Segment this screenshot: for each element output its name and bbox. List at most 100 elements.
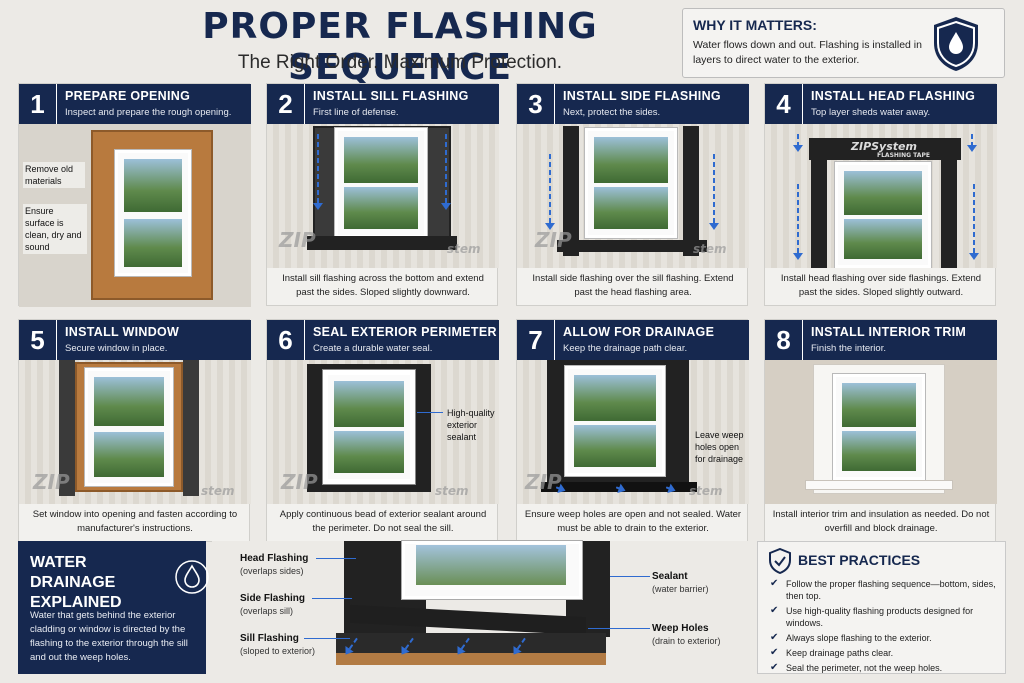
best-practices-title: BEST PRACTICES bbox=[798, 552, 921, 568]
step-5-card: 5 INSTALL WINDOW Secure window in place.… bbox=[18, 319, 251, 542]
checkmark-icon: ✔ bbox=[770, 647, 779, 658]
step-caption: Apply continuous bead of exterior sealan… bbox=[279, 509, 487, 534]
step-4-card: 4 INSTALL HEAD FLASHING Top layer sheds … bbox=[764, 83, 997, 306]
step-7-card: 7 ALLOW FOR DRAINAGE Keep the drainage p… bbox=[516, 319, 749, 542]
step-3-card: 3 INSTALL SIDE FLASHING Next, protect th… bbox=[516, 83, 749, 306]
step-illustration bbox=[765, 360, 997, 504]
checkmark-icon: ✔ bbox=[770, 662, 779, 673]
step-title: INSTALL INTERIOR TRIM bbox=[811, 325, 967, 339]
page-subtitle: The Right Order. Maximum Protection. bbox=[237, 52, 563, 73]
step-1-card: 1 PREPARE OPENING Inspect and prepare th… bbox=[18, 83, 251, 307]
zip-brand-mark: ZIP bbox=[535, 228, 572, 252]
step-illustration: Leave weep holes open for drainage ZIP s… bbox=[517, 360, 749, 504]
zip-brand-mark: ZIPSystem bbox=[851, 140, 917, 153]
shield-water-drop-icon bbox=[934, 17, 978, 71]
step-title: SEAL EXTERIOR PERIMETER bbox=[313, 325, 497, 339]
label-weep-holes: Weep Holes bbox=[652, 623, 709, 634]
zip-brand-mark-2: stem bbox=[693, 242, 727, 256]
step-number: 6 bbox=[267, 320, 305, 360]
why-title: WHY IT MATTERS: bbox=[693, 17, 817, 33]
zip-brand-mark-2: stem bbox=[435, 484, 469, 498]
label-head-flashing-sub: (overlaps sides) bbox=[240, 566, 304, 576]
zip-brand-mark-2: stem bbox=[447, 242, 481, 256]
note-clean: Ensure surface is clean, dry and sound bbox=[23, 204, 87, 254]
weep-note: Leave weep holes open for drainage bbox=[695, 430, 744, 464]
checkmark-icon: ✔ bbox=[770, 605, 779, 616]
list-item: ✔Use high-quality flashing products desi… bbox=[770, 605, 974, 628]
list-item: ✔Keep drainage paths clear. bbox=[770, 647, 894, 658]
drainage-title: WATER DRAINAGE EXPLAINED bbox=[30, 554, 122, 611]
step-number: 5 bbox=[19, 320, 57, 360]
step-title: PREPARE OPENING bbox=[65, 89, 191, 103]
step-number: 2 bbox=[267, 84, 305, 124]
why-it-matters-box: WHY IT MATTERS: Water flows down and out… bbox=[682, 8, 1005, 78]
step-header: 8 INSTALL INTERIOR TRIM Finish the inter… bbox=[765, 320, 997, 360]
step-illustration: High-quality exterior sealant ZIP stem bbox=[267, 360, 499, 504]
step-subtitle: Finish the interior. bbox=[811, 343, 886, 354]
step-caption: Ensure weep holes are open and not seale… bbox=[524, 509, 742, 534]
label-sill-flashing-sub: (sloped to exterior) bbox=[240, 646, 316, 656]
step-subtitle: First line of defense. bbox=[313, 107, 399, 118]
label-sealant: Sealant bbox=[652, 571, 688, 582]
step-illustration: ZIP stem bbox=[19, 360, 251, 504]
note-remove: Remove old materials bbox=[23, 162, 85, 188]
step-illustration: ZIP stem bbox=[517, 124, 749, 268]
step-header: 5 INSTALL WINDOW Secure window in place. bbox=[19, 320, 251, 360]
step-illustration: ZIPSystem FLASHING TAPE bbox=[765, 124, 997, 268]
step-caption: Install interior trim and insulation as … bbox=[772, 509, 990, 534]
step-header: 6 SEAL EXTERIOR PERIMETER Create a durab… bbox=[267, 320, 499, 360]
step-6-card: 6 SEAL EXTERIOR PERIMETER Create a durab… bbox=[266, 319, 499, 542]
step-8-card: 8 INSTALL INTERIOR TRIM Finish the inter… bbox=[764, 319, 997, 542]
water-drop-icon bbox=[175, 560, 209, 594]
step-subtitle: Next, protect the sides. bbox=[563, 107, 661, 118]
best-practices-box: BEST PRACTICES ✔Follow the proper flashi… bbox=[757, 541, 1006, 674]
step-header: 4 INSTALL HEAD FLASHING Top layer sheds … bbox=[765, 84, 997, 124]
zip-brand-mark: ZIP bbox=[525, 470, 562, 494]
step-title: INSTALL SIDE FLASHING bbox=[563, 89, 721, 103]
step-title: INSTALL HEAD FLASHING bbox=[811, 89, 976, 103]
step-number: 7 bbox=[517, 320, 555, 360]
step-header: 2 INSTALL SILL FLASHING First line of de… bbox=[267, 84, 499, 124]
zip-brand-mark-2: stem bbox=[689, 484, 723, 498]
zip-brand-mark: ZIP bbox=[281, 470, 318, 494]
zip-brand-mark: ZIP bbox=[33, 470, 70, 494]
flashing-tape-label: FLASHING TAPE bbox=[877, 152, 930, 159]
label-weep-holes-sub: (drain to exterior) bbox=[652, 636, 721, 646]
step-subtitle: Keep the drainage path clear. bbox=[563, 343, 688, 354]
label-side-flashing: Side Flashing bbox=[240, 593, 306, 604]
page-title: PROPER FLASHING SEQUENCE bbox=[202, 6, 598, 88]
step-subtitle: Secure window in place. bbox=[65, 343, 168, 354]
label-head-flashing: Head Flashing bbox=[240, 553, 309, 564]
step-title: INSTALL SILL FLASHING bbox=[313, 89, 469, 103]
best-practices-list: ✔Follow the proper flashing sequence—bot… bbox=[770, 578, 1002, 677]
step-subtitle: Top layer sheds water away. bbox=[811, 107, 931, 118]
water-drainage-box: WATER DRAINAGE EXPLAINED Water that gets… bbox=[18, 541, 209, 674]
step-caption: Install side flashing over the sill flas… bbox=[532, 273, 734, 298]
list-item: ✔Seal the perimeter, not the weep holes. bbox=[770, 662, 943, 673]
zip-brand-mark-2: stem bbox=[201, 484, 235, 498]
step-subtitle: Create a durable water seal. bbox=[313, 343, 433, 354]
step-illustration: Remove old materials Ensure surface is c… bbox=[19, 124, 251, 307]
checkmark-icon: ✔ bbox=[770, 632, 779, 643]
label-side-flashing-sub: (overlaps sill) bbox=[240, 606, 294, 616]
step-number: 8 bbox=[765, 320, 803, 360]
step-title: INSTALL WINDOW bbox=[65, 325, 180, 339]
drainage-diagram: Head Flashing (overlaps sides) Side Flas… bbox=[212, 541, 748, 674]
why-text: Water flows down and out. Flashing is in… bbox=[693, 39, 922, 66]
step-caption: Install sill flashing across the bottom … bbox=[282, 273, 484, 298]
label-sill-flashing: Sill Flashing bbox=[240, 633, 299, 644]
step-illustration: ZIP stem bbox=[267, 124, 499, 268]
step-number: 3 bbox=[517, 84, 555, 124]
step-subtitle: Inspect and prepare the rough opening. bbox=[65, 107, 232, 118]
drainage-text: Water that gets behind the exterior clad… bbox=[30, 610, 188, 663]
step-header: 1 PREPARE OPENING Inspect and prepare th… bbox=[19, 84, 251, 124]
label-sealant-sub: (water barrier) bbox=[652, 584, 709, 594]
step-caption: Set window into opening and fasten accor… bbox=[32, 509, 238, 534]
step-2-card: 2 INSTALL SILL FLASHING First line of de… bbox=[266, 83, 499, 306]
sealant-note: High-quality exterior sealant bbox=[447, 408, 495, 442]
step-number: 1 bbox=[19, 84, 57, 124]
step-caption: Install head flashing over side flashing… bbox=[780, 273, 982, 298]
list-item: ✔Always slope flashing to the exterior. bbox=[770, 632, 932, 643]
step-header: 7 ALLOW FOR DRAINAGE Keep the drainage p… bbox=[517, 320, 749, 360]
